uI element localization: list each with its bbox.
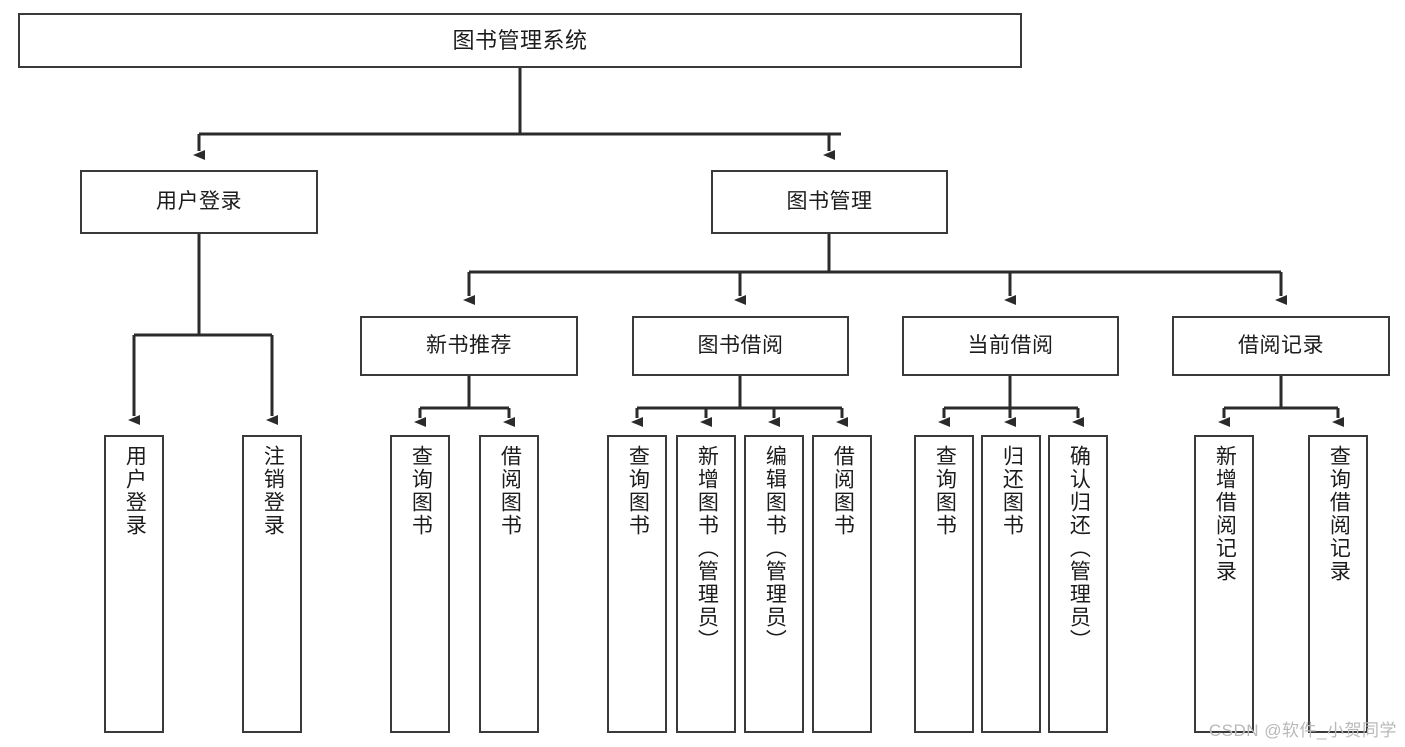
node-leaf-add-book[interactable]: 新增图书（管理员） bbox=[676, 435, 736, 733]
node-book-borrow[interactable]: 图书借阅 bbox=[632, 316, 849, 376]
node-leaf-borrow-book-rec-label: 借阅图书 bbox=[498, 445, 522, 537]
node-leaf-edit-book-label: 编辑图书（管理员） bbox=[763, 445, 787, 652]
node-leaf-query-book-rec-label: 查询图书 bbox=[409, 445, 433, 537]
node-leaf-confirm-return-label: 确认归还（管理员） bbox=[1067, 445, 1091, 652]
node-leaf-borrow-book-label: 借阅图书 bbox=[831, 445, 855, 537]
node-leaf-query-book-borrow[interactable]: 查询图书 bbox=[607, 435, 667, 733]
node-book-borrow-label: 图书借阅 bbox=[697, 333, 784, 357]
node-leaf-query-book-cur-label: 查询图书 bbox=[933, 445, 957, 537]
node-root-label: 图书管理系统 bbox=[452, 27, 588, 53]
node-leaf-borrow-book-rec[interactable]: 借阅图书 bbox=[479, 435, 539, 733]
node-new-book-rec-label: 新书推荐 bbox=[426, 333, 512, 357]
node-leaf-add-record[interactable]: 新增借阅记录 bbox=[1194, 435, 1254, 733]
node-leaf-user-login-label: 用户登录 bbox=[123, 445, 147, 537]
node-current-borrow-label: 当前借阅 bbox=[967, 333, 1054, 357]
node-leaf-borrow-book[interactable]: 借阅图书 bbox=[812, 435, 872, 733]
node-leaf-add-book-label: 新增图书（管理员） bbox=[695, 445, 719, 652]
node-root[interactable]: 图书管理系统 bbox=[18, 13, 1022, 68]
node-leaf-confirm-return[interactable]: 确认归还（管理员） bbox=[1048, 435, 1108, 733]
watermark: CSDN @软件_小贺同学 bbox=[1208, 721, 1397, 740]
node-borrow-record[interactable]: 借阅记录 bbox=[1172, 316, 1390, 376]
node-current-borrow[interactable]: 当前借阅 bbox=[902, 316, 1119, 376]
node-leaf-return-book[interactable]: 归还图书 bbox=[981, 435, 1041, 733]
node-leaf-return-book-label: 归还图书 bbox=[1000, 445, 1024, 537]
node-book-manage-label: 图书管理 bbox=[786, 189, 873, 213]
node-leaf-user-login[interactable]: 用户登录 bbox=[104, 435, 164, 733]
node-leaf-query-book-borrow-label: 查询图书 bbox=[626, 445, 650, 537]
node-new-book-rec[interactable]: 新书推荐 bbox=[360, 316, 578, 376]
node-leaf-logout[interactable]: 注销登录 bbox=[242, 435, 302, 733]
node-leaf-add-record-label: 新增借阅记录 bbox=[1213, 445, 1237, 583]
node-leaf-query-record[interactable]: 查询借阅记录 bbox=[1308, 435, 1368, 733]
node-leaf-query-record-label: 查询借阅记录 bbox=[1327, 445, 1351, 583]
node-leaf-logout-label: 注销登录 bbox=[261, 445, 285, 537]
node-user-login-label: 用户登录 bbox=[156, 189, 242, 213]
node-borrow-record-label: 借阅记录 bbox=[1238, 333, 1324, 357]
node-leaf-query-book-cur[interactable]: 查询图书 bbox=[914, 435, 974, 733]
node-user-login[interactable]: 用户登录 bbox=[80, 170, 318, 234]
node-book-manage[interactable]: 图书管理 bbox=[711, 170, 948, 234]
node-leaf-edit-book[interactable]: 编辑图书（管理员） bbox=[744, 435, 804, 733]
node-leaf-query-book-rec[interactable]: 查询图书 bbox=[390, 435, 450, 733]
